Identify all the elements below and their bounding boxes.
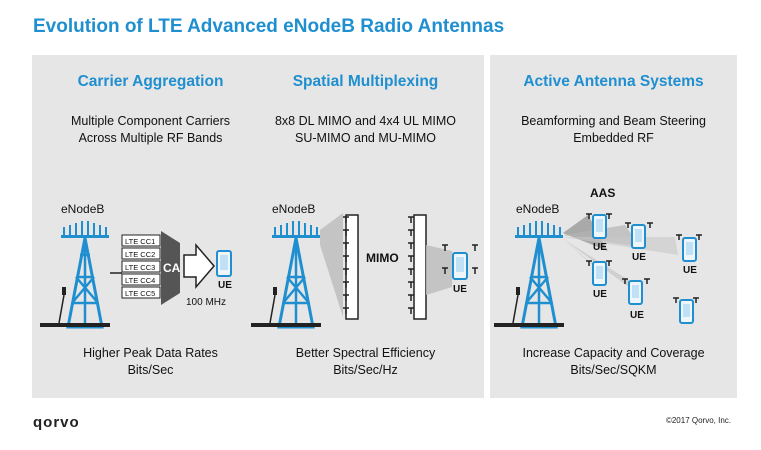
beam-shape bbox=[320, 213, 343, 317]
ue-label: UE bbox=[593, 289, 607, 300]
mimo-label: MIMO bbox=[366, 251, 399, 265]
copyright-notice: ©2017 Qorvo, Inc. bbox=[665, 416, 731, 425]
carrier-label: LTE CC1 bbox=[125, 237, 155, 246]
enodeb-label: eNodeB bbox=[516, 202, 559, 216]
ca-label: CA bbox=[163, 261, 181, 275]
carrier-label: LTE CC2 bbox=[125, 250, 155, 259]
benefit-line: Increase Capacity and Coverage bbox=[522, 346, 705, 360]
panel-description: 8x8 DL MIMO and 4x4 UL MIMO SU-MIMO and … bbox=[247, 113, 484, 147]
aas-label: AAS bbox=[590, 186, 615, 200]
ue-label: UE bbox=[632, 252, 646, 263]
ue-label: UE bbox=[453, 284, 467, 295]
carrier-label: LTE CC3 bbox=[125, 263, 155, 272]
ue-label: UE bbox=[630, 310, 644, 321]
desc-line: Beamforming and Beam Steering bbox=[521, 114, 706, 128]
panel-benefit: Higher Peak Data Rates Bits/Sec bbox=[32, 345, 269, 379]
panel-spatial-multiplexing: Spatial Multiplexing 8x8 DL MIMO and 4x4… bbox=[247, 55, 484, 398]
panel-active-antenna-systems: Active Antenna Systems Beamforming and B… bbox=[490, 55, 737, 398]
ue-label: UE bbox=[683, 265, 697, 276]
page-title: Evolution of LTE Advanced eNodeB Radio A… bbox=[33, 16, 505, 37]
cell-tower-icon bbox=[40, 221, 110, 329]
aggregator-block bbox=[161, 231, 180, 305]
smartphone-icon bbox=[452, 252, 468, 280]
panel-carrier-aggregation: Carrier Aggregation Multiple Component C… bbox=[32, 55, 269, 398]
beam-shapes bbox=[563, 215, 678, 295]
ue-antennas bbox=[586, 213, 702, 303]
ue-label: UE bbox=[218, 280, 232, 291]
panel-title: Spatial Multiplexing bbox=[292, 73, 439, 90]
smartphone-icon bbox=[682, 237, 697, 262]
smartphone-icon bbox=[628, 280, 643, 305]
panel-benefit: Better Spectral Efficiency Bits/Sec/Hz bbox=[247, 345, 484, 379]
ue-antennas bbox=[442, 244, 478, 274]
benefit-line: Bits/Sec bbox=[127, 363, 174, 377]
desc-line: Multiple Component Carriers bbox=[70, 114, 231, 128]
carrier-label: LTE CC5 bbox=[125, 289, 155, 298]
smartphone-icon bbox=[592, 261, 607, 286]
smartphone-icon bbox=[679, 299, 694, 324]
brand-logo: qorvo bbox=[33, 414, 80, 431]
active-antenna-diagram: eNodeB AAS bbox=[494, 186, 702, 329]
panel-benefit: Increase Capacity and Coverage Bits/Sec/… bbox=[490, 345, 737, 379]
panel-description: Beamforming and Beam Steering Embedded R… bbox=[490, 113, 737, 147]
enodeb-label: eNodeB bbox=[61, 202, 104, 216]
panel-title: Active Antenna Systems bbox=[523, 73, 704, 90]
carrier-aggregation-diagram: eNodeB LTE CC1 LTE CC2 LTE CC3 bbox=[40, 202, 232, 329]
benefit-line: Better Spectral Efficiency bbox=[295, 346, 436, 360]
cell-tower-icon bbox=[494, 221, 564, 329]
ue-label: UE bbox=[593, 242, 607, 253]
smartphone-icon bbox=[592, 214, 607, 239]
panel-title: Carrier Aggregation bbox=[77, 73, 224, 90]
smartphone-icon bbox=[631, 224, 646, 249]
carrier-stack: LTE CC1 LTE CC2 LTE CC3 LTE CC4 LTE CC5 bbox=[121, 234, 161, 299]
arrow-icon bbox=[183, 242, 215, 290]
benefit-line: Bits/Sec/Hz bbox=[333, 363, 398, 377]
smartphone-icon bbox=[216, 250, 232, 277]
benefit-line: Higher Peak Data Rates bbox=[83, 346, 218, 360]
bandwidth-label: 100 MHz bbox=[186, 297, 226, 308]
benefit-line: Bits/Sec/SQKM bbox=[570, 363, 657, 377]
beam-shape bbox=[426, 245, 452, 295]
panel-description: Multiple Component Carriers Across Multi… bbox=[32, 113, 269, 147]
spatial-multiplexing-diagram: eNodeB MIMO bbox=[251, 202, 478, 329]
cell-tower-icon bbox=[251, 221, 321, 329]
desc-line: SU-MIMO and MU-MIMO bbox=[295, 131, 436, 145]
carrier-label: LTE CC4 bbox=[125, 276, 155, 285]
desc-line: 8x8 DL MIMO and 4x4 UL MIMO bbox=[274, 114, 457, 128]
desc-line: Across Multiple RF Bands bbox=[78, 131, 223, 145]
enodeb-label: eNodeB bbox=[272, 202, 315, 216]
antenna-array-icon bbox=[343, 214, 359, 320]
antenna-array-icon bbox=[408, 214, 427, 320]
desc-line: Embedded RF bbox=[573, 131, 654, 145]
